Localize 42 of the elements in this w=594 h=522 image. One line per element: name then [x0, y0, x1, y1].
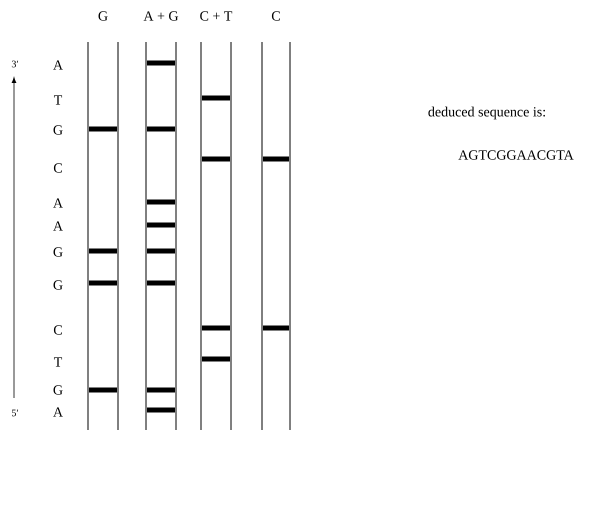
- end-label: 3′: [12, 60, 18, 68]
- band: [202, 326, 230, 330]
- caption-text: deduced sequence is:: [428, 106, 545, 120]
- band: [147, 248, 175, 254]
- band: [89, 388, 117, 392]
- gel-lane: [200, 42, 232, 430]
- band: [263, 156, 289, 162]
- lane-heading: C + T: [200, 11, 232, 21]
- band: [202, 156, 230, 162]
- band: [263, 326, 289, 330]
- band: [147, 60, 175, 66]
- base-letter: G: [54, 247, 63, 257]
- end-label: 5′: [12, 410, 18, 416]
- band: [147, 408, 175, 412]
- base-letter: C: [54, 163, 62, 173]
- gel-lane: [146, 42, 176, 430]
- base-letter: A: [53, 221, 63, 231]
- band: [89, 126, 117, 132]
- band: [147, 388, 175, 392]
- gel-lane: [262, 42, 290, 430]
- base-letter: G: [54, 125, 63, 135]
- band: [89, 248, 117, 254]
- band: [147, 280, 175, 286]
- base-letter: A: [53, 60, 63, 70]
- lane-heading: A + G: [144, 11, 178, 21]
- base-letter: C: [54, 325, 62, 335]
- base-letter: A: [53, 407, 63, 417]
- band: [202, 356, 230, 362]
- band: [147, 126, 175, 132]
- gel-lane: [88, 42, 118, 430]
- band: [147, 222, 175, 228]
- base-letter: A: [53, 198, 63, 208]
- band: [89, 280, 117, 286]
- sequence-text: AGTCGGAACGTA: [458, 150, 574, 160]
- band: [202, 96, 230, 100]
- base-letter: T: [54, 357, 62, 367]
- base-letter: G: [54, 280, 63, 290]
- lane-heading: C: [272, 11, 280, 21]
- base-letter: T: [54, 95, 62, 105]
- lane-heading: G: [98, 11, 108, 21]
- base-letter: G: [54, 385, 63, 395]
- band: [147, 200, 175, 204]
